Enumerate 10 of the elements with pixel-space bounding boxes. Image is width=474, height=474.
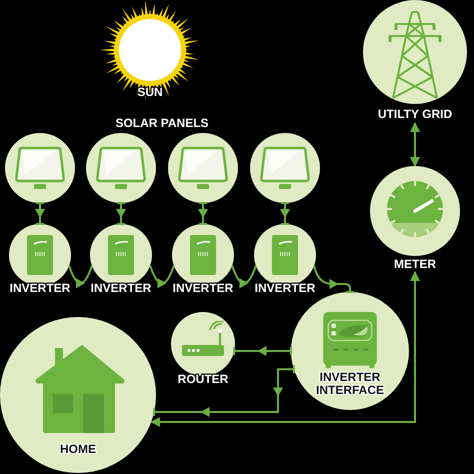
node-label: INVERTER: [10, 282, 70, 295]
node-label: INVERTER: [90, 282, 152, 295]
node-label: UTILTY GRID: [378, 108, 452, 121]
node-label: METER: [394, 258, 436, 271]
node-label: ROUTER: [178, 373, 228, 386]
node-label: INVERTER: [254, 282, 316, 295]
node-label: INVERTER INTERFACE: [314, 371, 385, 397]
node-label: HOME: [60, 443, 96, 456]
group-heading: SOLAR PANELS: [115, 117, 209, 130]
node-label: INVERTER: [172, 282, 234, 295]
